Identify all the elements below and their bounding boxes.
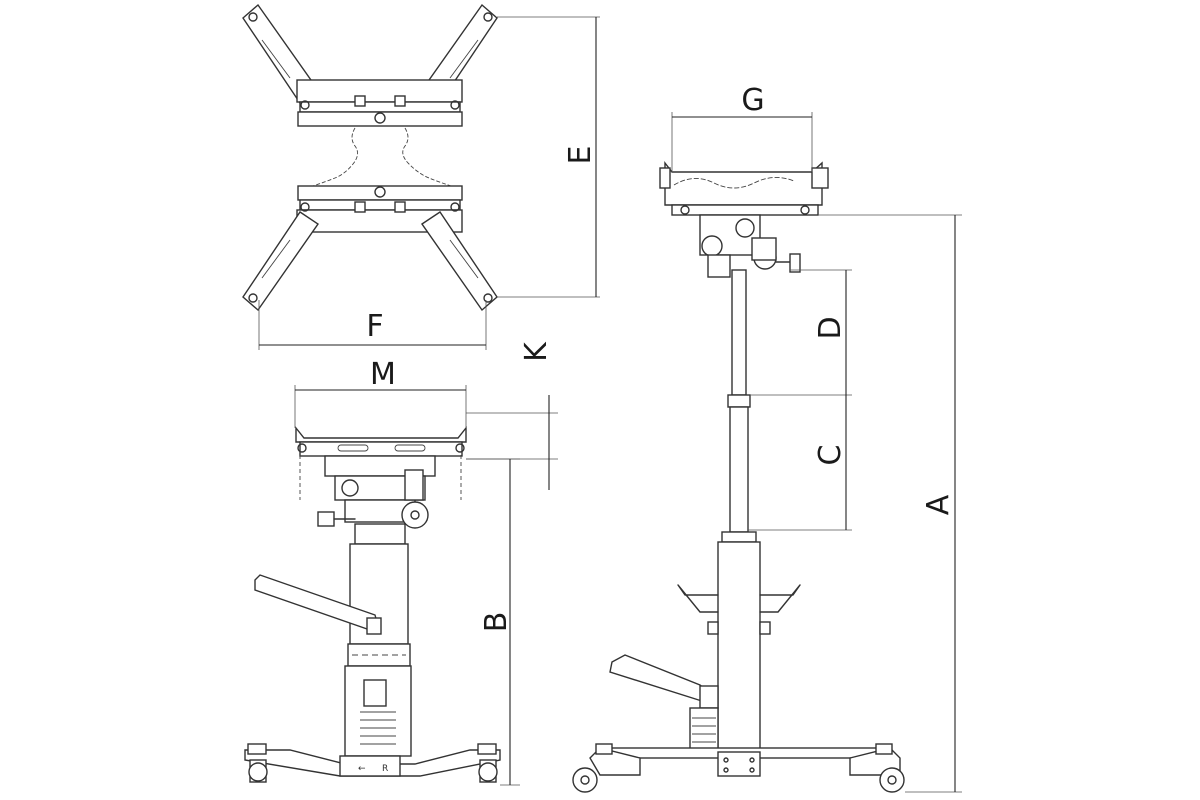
pedal-mark-arrow: ←: [358, 764, 366, 774]
dimension-f: F: [258, 300, 487, 350]
dimension-b: B: [466, 458, 520, 786]
dimension-g: G: [671, 83, 813, 172]
label-d: D: [813, 316, 848, 339]
top-view-saddle: [242, 3, 498, 312]
front-view-jack: ← R: [244, 426, 501, 783]
label-e: E: [563, 146, 598, 165]
dimension-e: E: [497, 16, 600, 298]
label-m: M: [370, 357, 396, 392]
pedal-mark-r: R: [382, 764, 388, 774]
dimension-c: C: [748, 395, 852, 531]
dimension-m: M: [294, 357, 467, 428]
label-g: G: [741, 83, 764, 118]
label-b: B: [479, 612, 514, 633]
side-view-jack: [572, 160, 905, 793]
label-c: C: [813, 445, 848, 466]
label-f: F: [366, 309, 383, 344]
dimension-d: D: [750, 269, 852, 396]
label-a: A: [921, 494, 956, 515]
dimension-a: A: [818, 214, 962, 793]
label-k: K: [519, 341, 554, 362]
dimension-k: K: [466, 341, 558, 490]
